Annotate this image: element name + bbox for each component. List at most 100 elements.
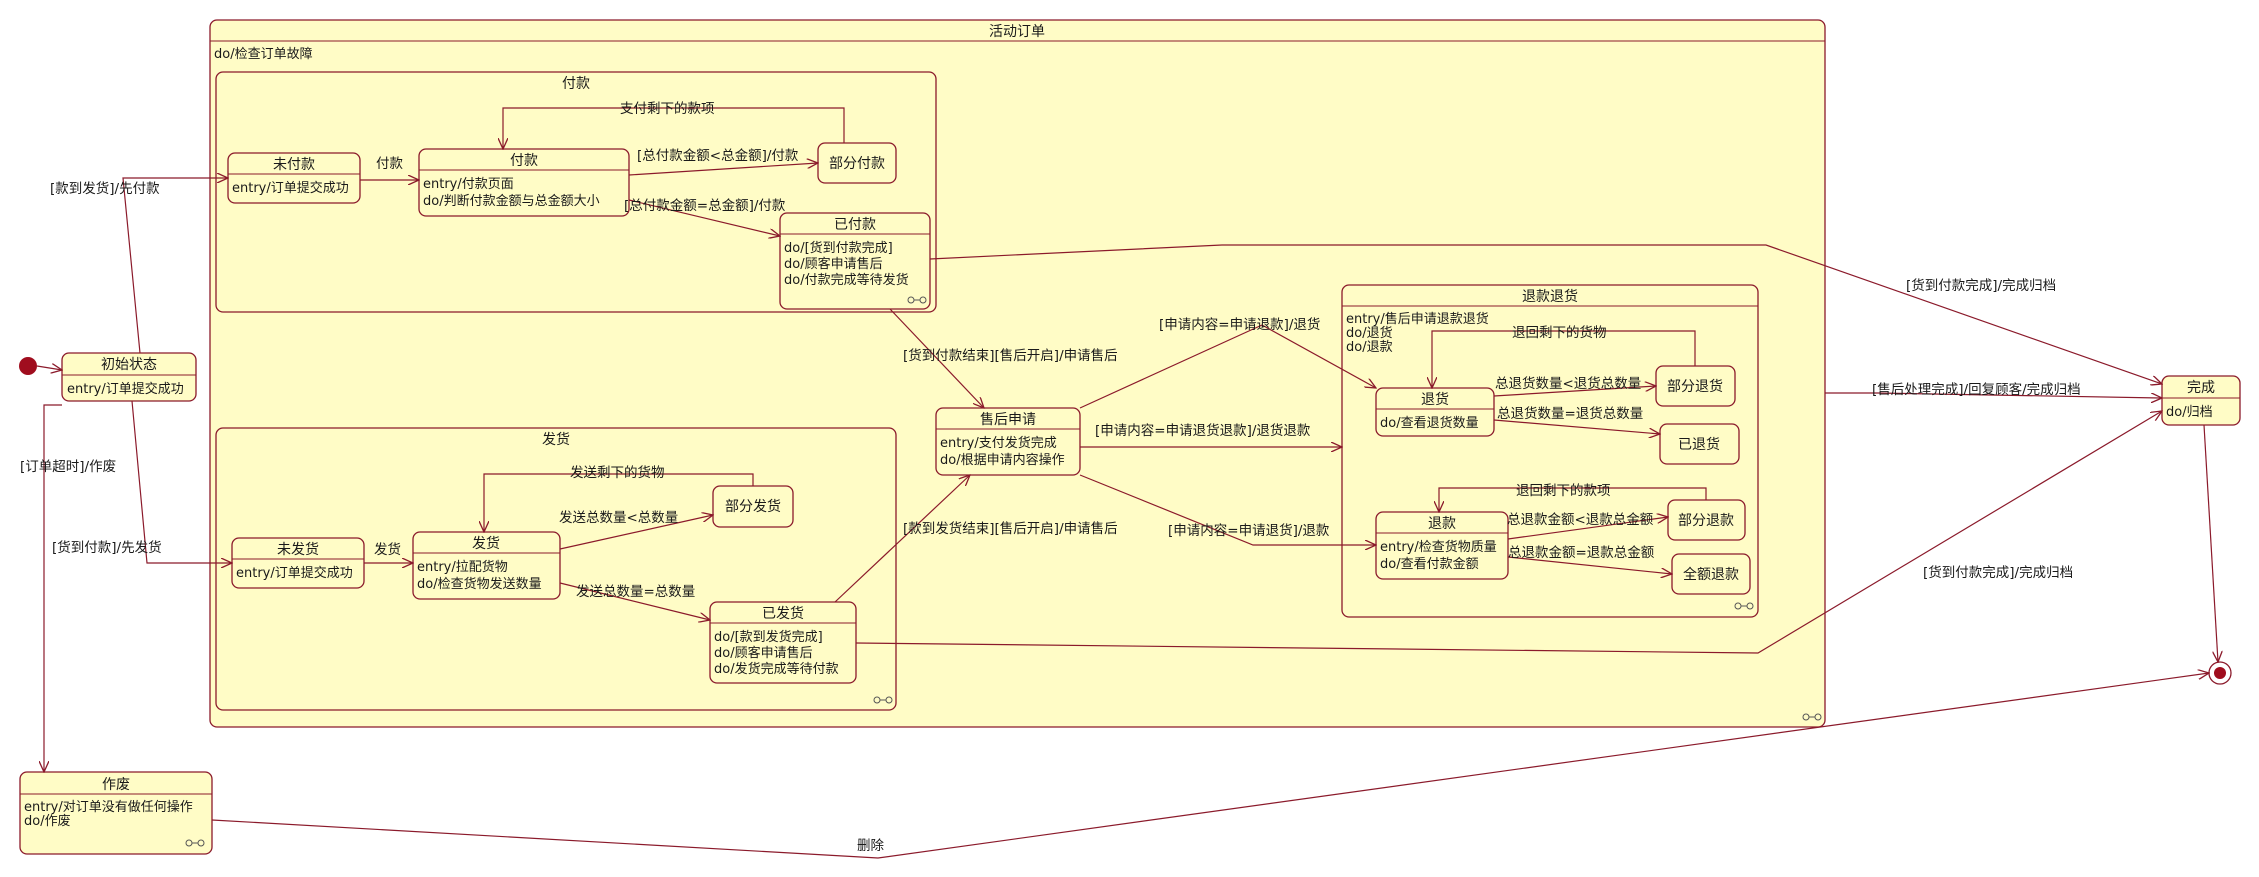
shipping-region-title: 发货 (542, 431, 570, 448)
transition-done-to-final[interactable] (2203, 424, 2218, 662)
decomposition-icon (1802, 713, 1822, 721)
state-partial-shipped[interactable]: 部分发货 (712, 485, 794, 528)
label-return-remaining: 退回剩下的货物 (1512, 324, 1607, 341)
state-partial-return[interactable]: 部分退货 (1655, 365, 1736, 407)
state-returned[interactable]: 已退货 (1659, 423, 1740, 465)
state-entry: entry/检查货物质量 (1380, 539, 1497, 555)
transition-pay-partial[interactable] (628, 163, 818, 176)
transition-shipped-to-aftersale[interactable] (834, 475, 970, 603)
state-void[interactable]: 作废 entry/对订单没有做任何操作 do/作废 (19, 771, 213, 855)
label-paid-to-done: [货到付款完成]/完成归档 (1906, 277, 2056, 294)
state-name: 部分付款 (829, 156, 885, 172)
state-full-refund[interactable]: 全额退款 (1671, 553, 1751, 595)
state-name: 未付款 (273, 157, 315, 173)
label-as-to-refund-return: [申请内容=申请退货退款]/退货退款 (1095, 422, 1311, 439)
state-name: 退款 (1428, 516, 1456, 532)
state-name: 已退货 (1678, 436, 1720, 453)
state-do: do/查看退货数量 (1380, 415, 1479, 431)
state-refund[interactable]: 退款 entry/检查货物质量 do/查看付款金额 (1375, 511, 1509, 580)
label-refund-partial: 总退款金额<退款总金额 (1507, 512, 1654, 528)
transition-init-to-pay[interactable] (122, 178, 228, 354)
state-after-sale[interactable]: 售后申请 entry/支付发货完成 do/根据申请内容操作 (935, 407, 1081, 476)
transition-init-to-ship[interactable] (131, 400, 232, 563)
transition-shipped-to-done[interactable] (855, 411, 2162, 654)
state-partial-refund[interactable]: 部分退款 (1667, 499, 1746, 541)
state-entry: entry/拉配货物 (417, 559, 508, 575)
state-return[interactable]: 退货 do/查看退货数量 (1375, 387, 1495, 437)
transition-ship-full[interactable] (559, 582, 710, 620)
transition-paid-to-aftersale[interactable] (889, 308, 984, 408)
label-init-to-pay: [款到发货]/先付款 (50, 180, 160, 197)
decomposition-icon (1734, 602, 1754, 610)
state-shipped[interactable]: 已发货 do/[款到发货完成] do/顾客申请售后 do/发货完成等待付款 (709, 601, 857, 684)
transition-init-to-void[interactable] (44, 404, 62, 772)
label-shipped-to-done: [货到付款完成]/完成归档 (1923, 564, 2073, 581)
state-done[interactable]: 完成 do/归档 (2161, 375, 2241, 426)
state-name: 部分发货 (725, 498, 781, 515)
state-do: do/判断付款金额与总金额大小 (423, 193, 600, 209)
state-unpaid[interactable]: 未付款 entry/订单提交成功 (227, 152, 361, 204)
state-paying[interactable]: 付款 entry/付款页面 do/判断付款金额与总金额大小 (418, 148, 630, 217)
transition-return-full[interactable] (1493, 419, 1660, 434)
state-shipping[interactable]: 发货 entry/拉配货物 do/检查货物发送数量 (412, 531, 561, 600)
label-as-to-refund: [申请内容=申请退货]/退款 (1168, 522, 1330, 539)
label-shipped-to-aftersale: [款到发货结束][售后开启]/申请售后 (903, 520, 1118, 537)
label-as-to-return: [申请内容=申请退款]/退货 (1159, 316, 1320, 333)
state-entry: entry/订单提交成功 (67, 381, 184, 397)
decomposition-icon (185, 839, 205, 847)
label-pay-partial: [总付款金额<总金额]/付款 (637, 148, 799, 164)
state-entry: entry/订单提交成功 (236, 565, 353, 581)
transition-return-remaining[interactable] (1432, 330, 1696, 388)
transition-refund-remaining[interactable] (1439, 487, 1707, 512)
label-ship-partial: 发送总数量<总数量 (559, 510, 678, 526)
state-name: 全额退款 (1683, 566, 1739, 583)
decomposition-icon (873, 696, 893, 704)
state-name: 退货 (1421, 391, 1449, 408)
refund-internal-2: do/退货 (1346, 325, 1393, 341)
state-name: 部分退货 (1667, 378, 1723, 395)
transition-pay-remaining[interactable] (503, 107, 845, 149)
transition-refund-partial[interactable] (1507, 517, 1668, 540)
state-partial-paid[interactable]: 部分付款 (817, 142, 897, 184)
state-entry: entry/对订单没有做任何操作 (24, 799, 193, 815)
transition-as-to-return[interactable] (1079, 324, 1376, 409)
state-entry: entry/支付发货完成 (940, 435, 1057, 451)
state-name: 发货 (472, 535, 500, 552)
transition-start[interactable] (36, 366, 62, 370)
transition-ship-remaining[interactable] (484, 473, 754, 532)
label-ship-remaining: 发送剩下的货物 (570, 464, 665, 481)
transition-ship-partial[interactable] (559, 515, 713, 550)
state-do: do/检查货物发送数量 (417, 576, 542, 592)
state-do: do/顾客申请售后 (714, 645, 813, 661)
state-entry: entry/付款页面 (423, 177, 514, 192)
transition-rr-to-done[interactable] (1825, 392, 2162, 398)
active-order-internal: do/检查订单故障 (214, 47, 313, 62)
transition-refund-full[interactable] (1507, 556, 1672, 574)
state-entry: entry/订单提交成功 (232, 180, 349, 196)
refund-internal-1: entry/售后申请退款退货 (1346, 311, 1489, 327)
transition-as-to-refund[interactable] (1079, 474, 1376, 545)
label-return-partial: 总退货数量<退货总数量 (1495, 375, 1641, 392)
label-init-to-void: [订单超时]/作废 (20, 459, 116, 475)
transition-pay-full[interactable] (628, 199, 780, 236)
state-do: do/查看付款金额 (1380, 556, 1479, 572)
label-return-full: 总退货数量=退货总数量 (1497, 405, 1643, 422)
state-initial[interactable]: 初始状态 entry/订单提交成功 (61, 352, 197, 402)
state-do: do/发货完成等待付款 (714, 661, 839, 677)
transition-void-to-final[interactable] (211, 673, 2209, 859)
transition-paid-to-done[interactable] (929, 244, 2162, 384)
decomposition-icon (907, 296, 927, 304)
state-do: do/作废 (24, 813, 71, 829)
initial-node (19, 357, 37, 375)
transition-return-partial[interactable] (1493, 386, 1656, 397)
state-do: do/归档 (2166, 405, 2213, 420)
state-do: do/顾客申请售后 (784, 256, 883, 272)
state-name: 完成 (2187, 380, 2215, 396)
state-unshipped[interactable]: 未发货 entry/订单提交成功 (231, 537, 365, 589)
label-init-to-ship: [货到付款]/先发货 (52, 539, 162, 556)
state-do: do/[款到发货完成] (714, 629, 823, 645)
state-name: 作废 (102, 777, 130, 793)
state-paid[interactable]: 已付款 do/[货到付款完成] do/顾客申请售后 do/付款完成等待发货 (779, 212, 931, 310)
label-refund-remaining: 退回剩下的款项 (1516, 483, 1611, 499)
